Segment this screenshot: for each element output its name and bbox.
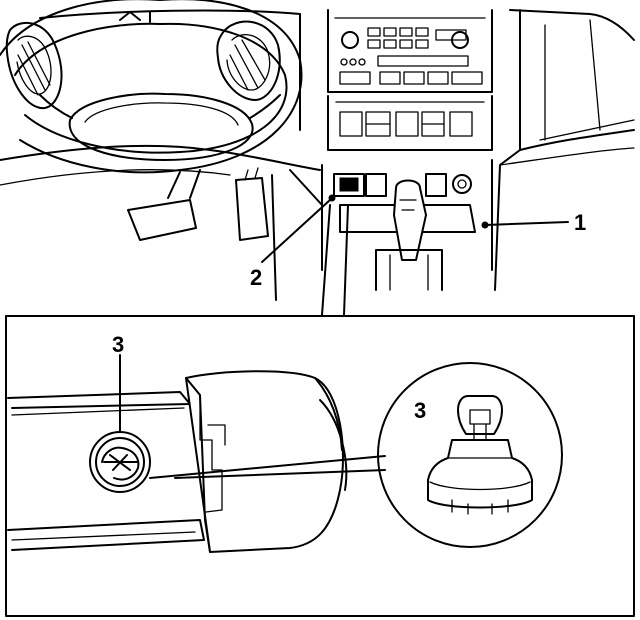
steering-column: [167, 169, 201, 199]
switch-housing: [7, 370, 348, 553]
steering-wheel: [0, 0, 303, 174]
magnified-bulb: [377, 362, 563, 548]
bulb-socket: [427, 439, 533, 509]
steering-hub: [68, 92, 254, 161]
dashboard-top-edge: [39, 9, 635, 131]
pedals: [127, 167, 269, 241]
radio-knob-left: [341, 31, 359, 49]
callout-1: 1: [574, 210, 586, 235]
zoom-connector: [321, 204, 349, 316]
detail-frame: [5, 315, 635, 617]
dashboard-trim-line: [0, 147, 635, 186]
magnify-line-top: [149, 455, 386, 479]
screw-bulb: [89, 431, 151, 493]
callout-2: 2: [250, 265, 262, 290]
switch-panel: [321, 159, 493, 271]
callout-3-screw: 3: [112, 332, 124, 357]
left-footwell-edge: [271, 169, 323, 301]
wedge-bulb-glass: [457, 395, 503, 435]
cigarette-lighter: [452, 174, 472, 194]
climate-panel: [327, 95, 493, 151]
switch-lens: [339, 177, 359, 192]
detail-inset: 3 3: [5, 315, 635, 617]
leader-line-2: [261, 199, 331, 263]
gear-shifter: [375, 179, 443, 291]
dashboard-lower-edge: [0, 129, 635, 171]
callout-3-bulb: 3: [414, 398, 426, 423]
leader-line-1: [484, 221, 569, 226]
accelerator-pedal: [235, 177, 269, 241]
right-panel-lines: [539, 19, 635, 141]
magnify-line-bottom: [174, 469, 386, 479]
brake-pedal: [127, 199, 197, 241]
leader-dot-1: [481, 221, 489, 229]
right-air-vent: [216, 20, 281, 101]
right-console-edge: [494, 9, 521, 291]
dashboard-scene: 1 2: [0, 0, 635, 301]
leader-dot-2: [328, 194, 336, 202]
left-air-vent: [5, 22, 63, 110]
radio-unit: [327, 9, 493, 93]
magnifier-circle: [377, 362, 563, 548]
